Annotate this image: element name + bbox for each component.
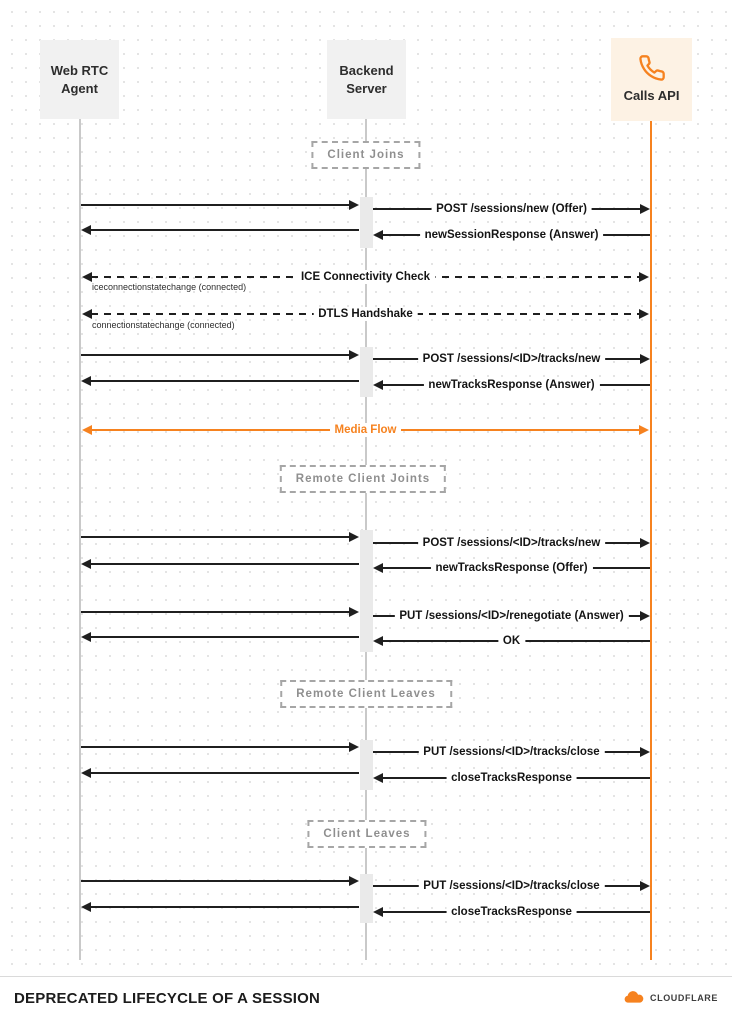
arrowhead-left bbox=[373, 563, 383, 573]
message-label: POST /sessions/<ID>/tracks/new bbox=[417, 536, 606, 550]
participant-label: Backend Server bbox=[339, 62, 394, 96]
arrowhead-right bbox=[349, 200, 359, 210]
activation-bar bbox=[360, 874, 373, 923]
arrowhead-right bbox=[349, 350, 359, 360]
lifeline-webrtc-agent bbox=[79, 119, 81, 960]
message-line bbox=[81, 746, 350, 748]
arrowhead-left bbox=[82, 425, 92, 435]
arrowhead-right bbox=[349, 742, 359, 752]
arrowhead-right bbox=[639, 425, 649, 435]
participant-backend-server: Backend Server bbox=[327, 40, 406, 119]
event-note: connectionstatechange (connected) bbox=[92, 320, 235, 330]
lifeline-calls-api bbox=[650, 119, 652, 960]
arrowhead-left bbox=[373, 230, 383, 240]
arrowhead-left bbox=[373, 773, 383, 783]
participant-label: Web RTC Agent bbox=[50, 62, 109, 96]
phone-icon bbox=[638, 54, 666, 82]
arrowhead-left bbox=[81, 559, 91, 569]
group-label: Remote Client Joints bbox=[279, 465, 447, 493]
message-line bbox=[81, 880, 350, 882]
message-label: Media Flow bbox=[329, 423, 402, 437]
arrowhead-left bbox=[82, 309, 92, 319]
arrowhead-left bbox=[81, 225, 91, 235]
participant-label: Calls API bbox=[623, 88, 680, 104]
cloudflare-logo-icon bbox=[624, 991, 644, 1003]
message-line bbox=[81, 611, 350, 613]
message-label: OK bbox=[497, 634, 526, 648]
arrowhead-right bbox=[640, 747, 650, 757]
arrowhead-left bbox=[82, 272, 92, 282]
arrowhead-left bbox=[81, 768, 91, 778]
message-label: PUT /sessions/<ID>/tracks/close bbox=[418, 879, 605, 893]
arrowhead-left bbox=[373, 380, 383, 390]
activation-bar bbox=[360, 197, 373, 248]
message-label: closeTracksResponse bbox=[446, 905, 577, 919]
message-label: POST /sessions/<ID>/tracks/new bbox=[417, 352, 606, 366]
arrowhead-right bbox=[349, 532, 359, 542]
arrowhead-right bbox=[349, 876, 359, 886]
message-label: newTracksResponse (Answer) bbox=[423, 378, 600, 392]
message-label: newTracksResponse (Offer) bbox=[430, 561, 593, 575]
arrowhead-left bbox=[373, 907, 383, 917]
footer: DEPRECATED LIFECYCLE OF A SESSION CLOUDF… bbox=[0, 976, 732, 1019]
diagram-title: DEPRECATED LIFECYCLE OF A SESSION bbox=[14, 989, 321, 1007]
arrowhead-left bbox=[81, 902, 91, 912]
message-line bbox=[90, 563, 359, 565]
message-label: newSessionResponse (Answer) bbox=[419, 228, 604, 242]
participant-calls-api: Calls API bbox=[611, 38, 692, 121]
group-label: Client Joins bbox=[311, 141, 421, 169]
arrowhead-right bbox=[640, 881, 650, 891]
activation-bar bbox=[360, 530, 373, 652]
arrowhead-right bbox=[639, 272, 649, 282]
group-label: Remote Client Leaves bbox=[280, 680, 452, 708]
message-label: PUT /sessions/<ID>/renegotiate (Answer) bbox=[394, 609, 629, 623]
arrowhead-left bbox=[81, 376, 91, 386]
message-line bbox=[90, 906, 359, 908]
event-note: iceconnectionstatechange (connected) bbox=[92, 282, 247, 292]
message-line bbox=[90, 229, 359, 231]
message-line bbox=[81, 354, 350, 356]
message-label: PUT /sessions/<ID>/tracks/close bbox=[418, 745, 605, 759]
arrowhead-right bbox=[640, 538, 650, 548]
arrowhead-right bbox=[349, 607, 359, 617]
message-label: DTLS Handshake bbox=[313, 307, 418, 321]
arrowhead-right bbox=[640, 204, 650, 214]
arrowhead-right bbox=[640, 611, 650, 621]
activation-bar bbox=[360, 347, 373, 397]
message-line bbox=[90, 636, 359, 638]
participant-webrtc-agent: Web RTC Agent bbox=[40, 40, 119, 119]
message-label: POST /sessions/new (Offer) bbox=[431, 202, 592, 216]
message-label: ICE Connectivity Check bbox=[295, 270, 436, 284]
message-line bbox=[90, 380, 359, 382]
arrowhead-right bbox=[639, 309, 649, 319]
arrowhead-left bbox=[373, 636, 383, 646]
arrowhead-left bbox=[81, 632, 91, 642]
message-line bbox=[90, 772, 359, 774]
arrowhead-right bbox=[640, 354, 650, 364]
group-label: Client Leaves bbox=[307, 820, 427, 848]
message-label: closeTracksResponse bbox=[446, 771, 577, 785]
cloudflare-brand-text: CLOUDFLARE bbox=[650, 993, 718, 1003]
message-line bbox=[81, 536, 350, 538]
message-line bbox=[81, 204, 350, 206]
activation-bar bbox=[360, 740, 373, 790]
cloudflare-brand: CLOUDFLARE bbox=[623, 991, 718, 1005]
